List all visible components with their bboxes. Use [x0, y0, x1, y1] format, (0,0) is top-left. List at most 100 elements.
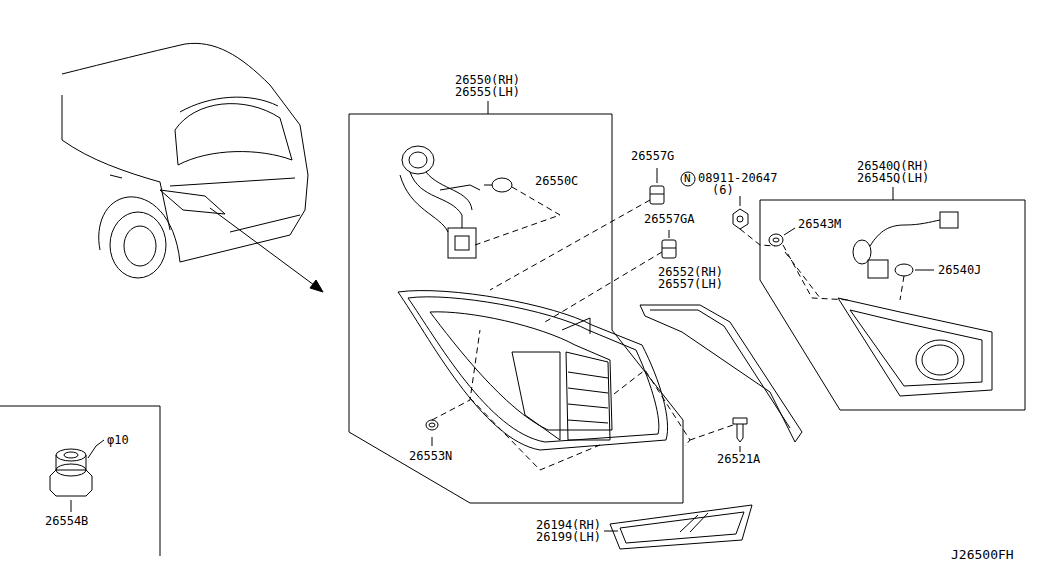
- drawing-stroke: [62, 95, 63, 140]
- drawing-stroke: [650, 310, 790, 428]
- part-number: 26554B: [44, 515, 89, 527]
- drawing-stroke: [733, 418, 747, 424]
- inset-nut: [50, 440, 104, 512]
- drawing-stroke: [110, 175, 122, 178]
- drawing-stroke: [900, 276, 904, 300]
- drawing-stroke: [430, 312, 612, 430]
- drawing-stroke: [740, 229, 775, 246]
- group-outline: [760, 200, 1025, 410]
- drawing-stroke: [566, 352, 610, 440]
- drawing-stroke: [110, 212, 166, 278]
- drawing-stroke: [429, 423, 435, 427]
- drawing-stroke: [650, 186, 664, 204]
- drawing-stroke: [408, 297, 659, 442]
- drawing-stroke: [785, 252, 820, 298]
- callout-number: 08911-20647: [697, 172, 778, 184]
- drawing-stroke: [50, 470, 92, 496]
- drawing-stroke: [740, 196, 741, 206]
- drawing-stroke: [737, 216, 743, 222]
- outline-shape: [760, 200, 1025, 410]
- drawing-stroke: [455, 236, 469, 250]
- part-group-box: 26540Q(RH) 26545Q(LH): [760, 200, 1025, 410]
- drawing-stroke: [56, 449, 86, 461]
- drawing-stroke: [398, 291, 668, 450]
- vehicle-sketch: [62, 43, 323, 292]
- drawing-stroke: [662, 248, 676, 249]
- drawing-stroke: [230, 215, 300, 232]
- drawing-stroke: [475, 187, 560, 245]
- drawing-stroke: [440, 185, 480, 190]
- drawing-stroke: [940, 212, 958, 228]
- drawing-stroke: [690, 425, 733, 440]
- drawing-stroke: [680, 513, 708, 532]
- drawing-stroke: [868, 260, 888, 278]
- drawing-stroke: [170, 178, 295, 186]
- drawing-stroke: [838, 298, 992, 396]
- heading-leader: [893, 187, 894, 200]
- drawing-stroke: [484, 185, 492, 186]
- drawing-stroke: [71, 500, 72, 512]
- callout-number: 26557(LH): [657, 278, 724, 290]
- drawing-stroke: [604, 531, 618, 532]
- drawing-stroke: [568, 372, 608, 423]
- screw: [733, 418, 747, 452]
- drawing-stroke: [160, 190, 225, 214]
- drawing-stroke: [620, 512, 744, 543]
- drawing-code: J26500FH: [950, 549, 1015, 561]
- drawing-stroke: [773, 238, 779, 242]
- drawing-stroke: [662, 240, 676, 258]
- callout-number: 26557GA: [643, 213, 696, 225]
- callout-number: 26550C: [534, 175, 579, 187]
- group-outline: [349, 114, 683, 503]
- drawing-stroke: [562, 318, 590, 334]
- drawing-stroke: [650, 194, 664, 195]
- bulb-socket: [400, 146, 512, 258]
- drawing-stroke: [432, 330, 480, 420]
- drawing-stroke: [895, 264, 913, 276]
- callout-number: 26557G: [630, 150, 675, 162]
- group-heading: 26550(RH) 26555(LH): [454, 74, 521, 98]
- part-group-box: φ1026554B: [0, 406, 160, 556]
- drawing-stroke: [470, 398, 600, 470]
- drawing-stroke: [669, 230, 670, 238]
- callout-number: 26540J: [937, 264, 982, 276]
- drawing-stroke: [175, 104, 292, 165]
- drawing-stroke: [490, 200, 650, 290]
- drawing-stroke: [64, 452, 78, 458]
- drawing-stroke: [545, 252, 662, 322]
- drawing-stroke: [448, 228, 476, 258]
- drawing-stroke: [922, 345, 958, 375]
- drawing-stroke: [916, 340, 964, 380]
- drawing-stroke: [210, 208, 318, 288]
- group-heading: 26540Q(RH) 26545Q(LH): [856, 160, 930, 184]
- drawing-stroke: [409, 152, 427, 168]
- drawing-stroke: [769, 234, 783, 246]
- callout-number: 26199(LH): [535, 531, 602, 543]
- grommet: [426, 420, 438, 446]
- drawing-stroke: [681, 172, 695, 186]
- drawing-stroke: [88, 446, 96, 458]
- drawing-stroke: [426, 420, 438, 430]
- drawing-stroke: [492, 178, 512, 192]
- rear-combination-lamp: [398, 291, 668, 450]
- outline-shape: [349, 114, 683, 503]
- drawing-stroke: [56, 455, 86, 470]
- quantity: (6): [711, 184, 735, 196]
- outline-shape: [0, 406, 160, 556]
- drawing-stroke: [124, 226, 156, 266]
- inner-lamp: [838, 298, 992, 396]
- drawing-stroke: [180, 97, 278, 112]
- drawing-stroke: [62, 43, 308, 262]
- drawing-stroke: [62, 140, 170, 230]
- drawing-stroke: [733, 209, 748, 229]
- callout-number: 26552(RH): [657, 266, 724, 278]
- circle-letter: N: [684, 173, 691, 185]
- drawing-stroke: [426, 172, 472, 210]
- dashed-leaders: [432, 187, 904, 470]
- drawing-stroke: [310, 280, 323, 292]
- drawing-stroke: [783, 245, 850, 300]
- part-group-box: 26550(RH) 26555(LH): [349, 114, 683, 503]
- drawing-stroke: [870, 220, 940, 246]
- drawing-stroke: [740, 446, 741, 452]
